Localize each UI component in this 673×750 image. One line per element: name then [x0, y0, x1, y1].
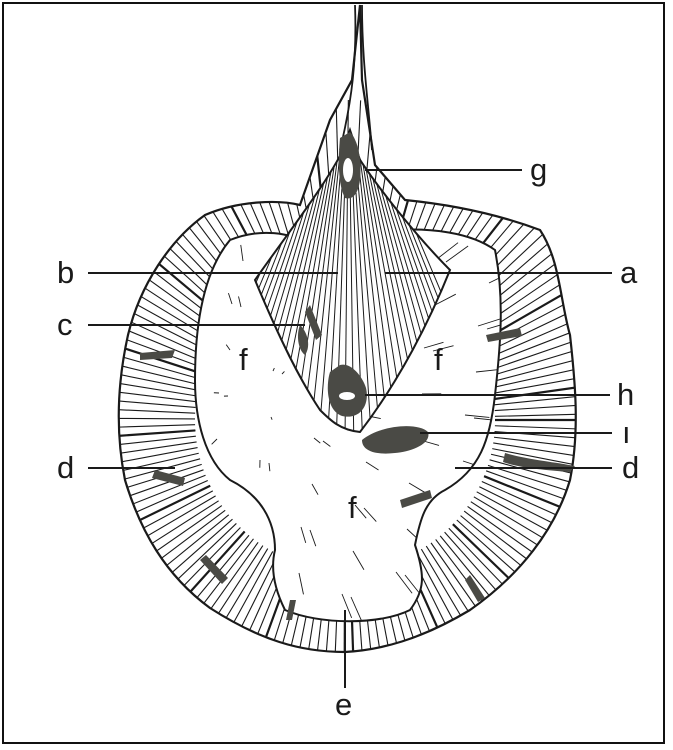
- label-f-right: f: [434, 342, 443, 377]
- label-e: e: [335, 687, 352, 722]
- label-d-right: d: [622, 450, 639, 485]
- label-i: ı: [622, 415, 631, 450]
- label-f-bottom: f: [348, 490, 357, 525]
- label-d-left: d: [57, 450, 74, 485]
- label-h: h: [617, 377, 634, 412]
- label-b: b: [57, 255, 74, 290]
- label-a: a: [620, 255, 638, 290]
- label-g: g: [530, 152, 547, 187]
- label-f-left: f: [239, 342, 248, 377]
- label-c: c: [57, 307, 73, 342]
